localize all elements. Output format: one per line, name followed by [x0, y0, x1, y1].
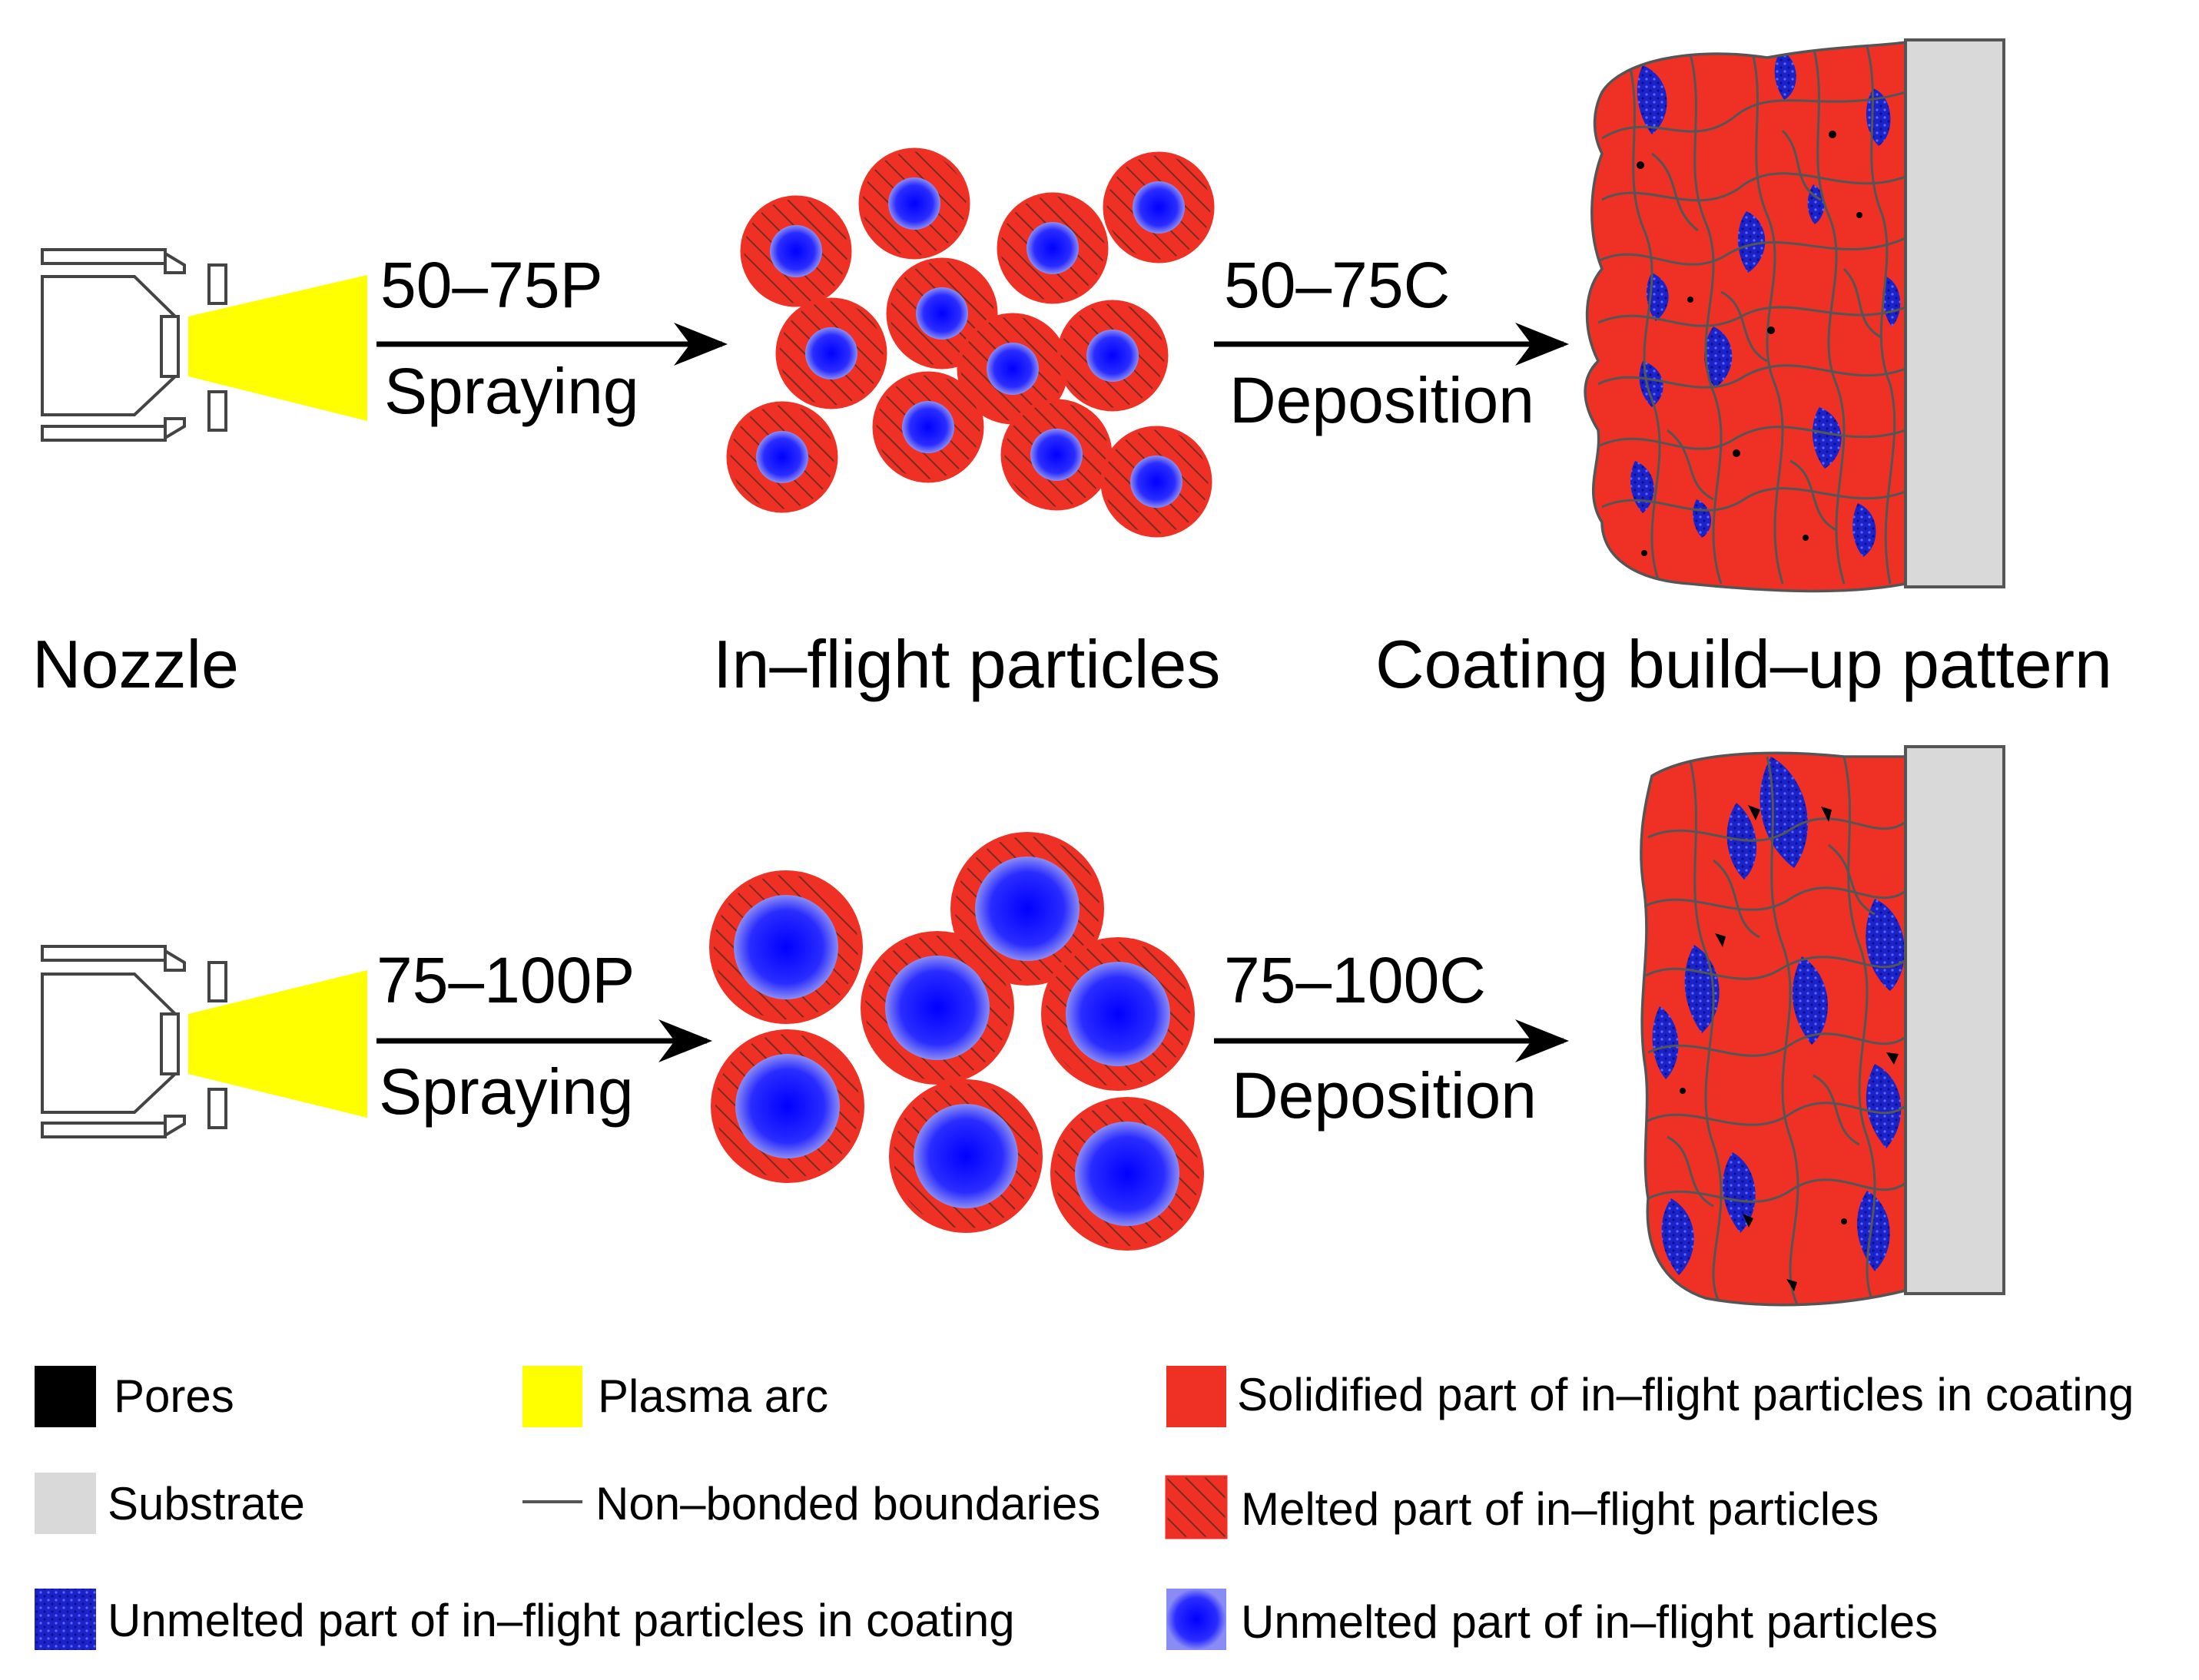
legend-label: Pores [114, 1370, 234, 1422]
particle [889, 1079, 1043, 1233]
in-flight-particles-1 [726, 147, 1215, 538]
plasma-swatch [522, 1366, 582, 1427]
particle [740, 195, 852, 307]
legend-label: Solidified part of in–flight particles i… [1237, 1369, 2134, 1420]
coating-outline [1640, 751, 1907, 1307]
unmelted-coating-patches [1652, 757, 1905, 1275]
coating-outline [1584, 40, 1907, 593]
legend-label: Substrate [108, 1478, 305, 1529]
pores-swatch [35, 1366, 96, 1427]
particle [1000, 399, 1113, 511]
caption-coating: Coating build–up pattern [1375, 626, 2112, 702]
particle [1056, 300, 1169, 412]
caption-nozzle: Nozzle [32, 626, 239, 702]
unmelted-swatch [1166, 1589, 1226, 1650]
row-2: 75–100P Spraying 75–100C Deposition [41, 745, 2005, 1307]
melted-swatch [1165, 1475, 1228, 1539]
unmelted-coating-patches [1630, 50, 1901, 557]
substrate [1904, 38, 2005, 588]
deposition-sublabel: Deposition [1232, 1059, 1537, 1132]
spraying-sublabel: Spraying [384, 355, 639, 427]
particle [997, 192, 1109, 304]
legend-item-solidified: Solidified part of in–flight particles i… [1166, 1366, 2134, 1427]
row-1: 50–75P Spraying 50–75C Deposition [41, 38, 2005, 593]
particle [1103, 151, 1215, 263]
particle [1041, 937, 1195, 1091]
legend-label: Melted part of in–flight particles [1241, 1483, 1879, 1535]
spraying-sublabel: Spraying [379, 1055, 634, 1128]
particle [872, 371, 984, 483]
legend-item-plasma: Plasma arc [522, 1366, 828, 1427]
spraying-label: 75–100P [376, 944, 635, 1016]
coating-build-up-1 [1584, 38, 2005, 593]
solidified-swatch [1166, 1366, 1226, 1427]
deposition-sublabel: Deposition [1229, 364, 1534, 436]
legend-item-unmelted-coating: Unmelted part of in–flight particles in … [35, 1589, 1015, 1650]
particle [709, 870, 863, 1024]
deposition-label: 50–75C [1224, 249, 1450, 321]
substrate-swatch [35, 1473, 96, 1534]
particle [950, 832, 1104, 986]
caption-particles: In–flight particles [713, 626, 1220, 702]
non-bonded-boundaries [1597, 45, 1905, 585]
legend-item-substrate: Substrate [35, 1473, 305, 1534]
spraying-label: 50–75P [380, 249, 603, 321]
legend-label: Plasma arc [598, 1370, 828, 1422]
substrate [1904, 745, 2005, 1295]
deposition-label: 75–100C [1224, 944, 1486, 1016]
legend-label: Unmelted part of in–flight particles in … [108, 1595, 1015, 1646]
particle [858, 147, 970, 260]
pores [1637, 131, 1862, 556]
particle [726, 401, 838, 513]
pores [1680, 805, 1899, 1291]
legend-item-unmelted: Unmelted part of in–flight particles [1166, 1589, 1938, 1650]
nozzle-bottom [41, 945, 227, 1138]
non-bonded-boundaries [1643, 756, 1905, 1305]
coating-build-up-2 [1640, 745, 2005, 1307]
legend-item-boundary: Non–bonded boundaries [522, 1478, 1100, 1529]
legend-item-pores: Pores [35, 1366, 234, 1427]
particle [1100, 426, 1212, 538]
particle [711, 1029, 864, 1183]
nozzle-top [41, 248, 227, 442]
unmelted-coating-swatch [35, 1589, 96, 1650]
legend-label: Unmelted part of in–flight particles [1241, 1596, 1938, 1648]
particle [1050, 1097, 1204, 1251]
particle [775, 297, 887, 409]
plasma-arc [188, 970, 367, 1118]
particle [861, 931, 1014, 1085]
plasma-arc [188, 275, 367, 421]
in-flight-particles-2 [709, 832, 1204, 1251]
legend-label: Non–bonded boundaries [595, 1478, 1100, 1529]
legend-item-melted: Melted part of in–flight particles [1165, 1475, 1879, 1539]
legend: Pores Plasma arc Solidified part of in–f… [35, 1366, 2134, 1650]
